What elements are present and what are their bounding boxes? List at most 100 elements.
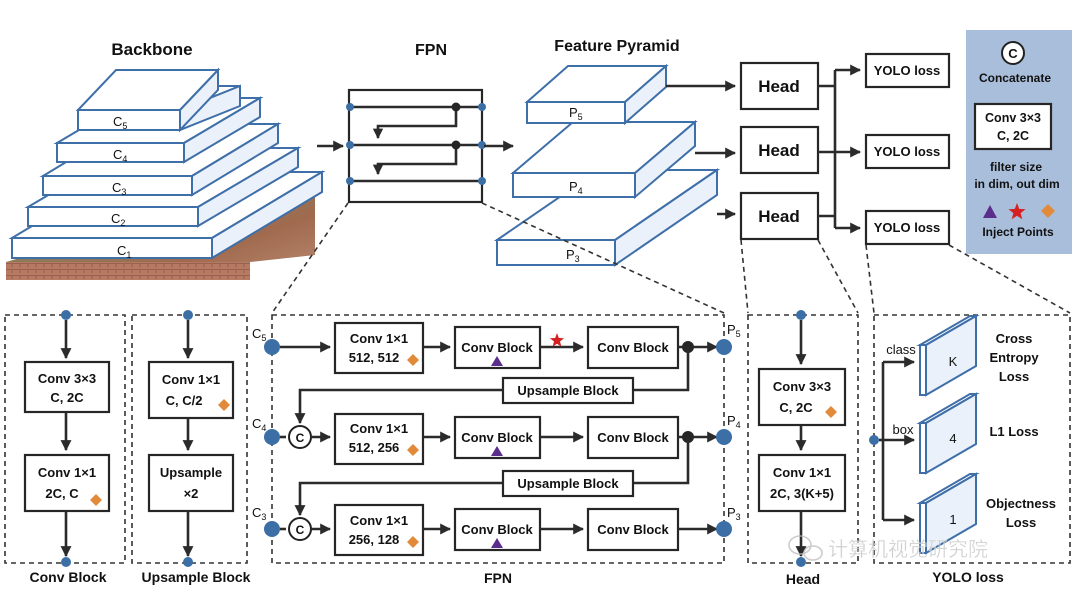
diamond-icon (825, 406, 837, 418)
fpn-row2-conv1x1 (333, 412, 425, 466)
backbone-title: Backbone (111, 40, 192, 59)
wechat-icon (788, 535, 823, 561)
legend-conv-box (973, 102, 1053, 151)
svg-text:Conv 1×1: Conv 1×1 (350, 513, 408, 528)
yolo-loss-detail: class box K 4 1 Cross Entropy Loss L1 Lo… (869, 314, 1071, 585)
svg-text:2C, C: 2C, C (45, 486, 79, 501)
svg-text:C: C (296, 431, 305, 445)
loss-cross-entropy-2: Entropy (989, 350, 1039, 365)
yolo-loss-bottom: YOLO loss (864, 209, 951, 246)
fpn-upsample-block-1 (501, 376, 635, 405)
legend-concat-label: Concatenate (979, 71, 1051, 85)
head-top: Head (739, 61, 820, 111)
svg-text:Conv Block: Conv Block (461, 340, 533, 355)
loss-objectness-2: Loss (1006, 515, 1036, 530)
head-conv1x1 (757, 453, 847, 513)
fpn-row1-conv-block-b (586, 325, 680, 370)
svg-text:Conv Block: Conv Block (597, 340, 669, 355)
svg-text:C, 2C: C, 2C (997, 129, 1029, 143)
fpn-input-c4: C4 (252, 416, 266, 433)
fpn-detail: C5 C4 C3 P5 P4 P3 Conv 1×1 512, 512 Conv… (252, 314, 741, 586)
backbone-label-c2: C2 (111, 211, 125, 228)
legend-filter-size: filter size (990, 160, 1042, 174)
svg-text:4: 4 (949, 431, 956, 446)
fpn-input-c5: C5 (252, 326, 266, 343)
fpn-row3-conv1x1 (333, 503, 425, 557)
star-icon (549, 333, 565, 347)
upsample-block-upsample (147, 453, 235, 513)
svg-text:Conv Block: Conv Block (461, 430, 533, 445)
pyramid-label-p3: P3 (566, 247, 580, 264)
svg-text:K: K (949, 354, 958, 369)
svg-text:YOLO loss: YOLO loss (874, 63, 940, 78)
backbone-label-c5: C5 (113, 114, 127, 131)
backbone-label-c3: C3 (112, 180, 126, 197)
svg-text:Upsample Block: Upsample Block (517, 476, 619, 491)
pyramid-label-p4: P4 (569, 179, 583, 196)
fpn-output-p5: P5 (727, 322, 741, 339)
conv-block-caption: Conv Block (29, 569, 106, 585)
svg-text:Conv Block: Conv Block (597, 522, 669, 537)
svg-text:Head: Head (758, 207, 800, 226)
head-bottom: Head (739, 191, 820, 241)
star-icon (1008, 203, 1026, 220)
svg-text:Upsample: Upsample (160, 465, 222, 480)
triangle-icon (983, 205, 997, 218)
svg-text:256, 128: 256, 128 (349, 532, 400, 547)
loss-cross-entropy-1: Cross (996, 331, 1033, 346)
loss-l1: L1 Loss (989, 424, 1038, 439)
fpn-output-p4: P4 (727, 413, 741, 430)
fpn-input-c3: C3 (252, 505, 266, 522)
triangle-icon (491, 538, 503, 548)
loss-objectness-1: Objectness (986, 496, 1056, 511)
svg-text:Conv 1×1: Conv 1×1 (350, 331, 408, 346)
diamond-icon (90, 494, 102, 506)
fpn-title: FPN (415, 42, 447, 59)
diamond-icon (1041, 204, 1055, 218)
svg-text:Conv 3×3: Conv 3×3 (38, 371, 96, 386)
svg-text:C, 2C: C, 2C (779, 400, 813, 415)
svg-text:Head: Head (758, 77, 800, 96)
svg-text:Conv Block: Conv Block (597, 430, 669, 445)
backbone-level-c5 (75, 67, 241, 133)
feature-pyramid: P3 P4 P5 (493, 63, 721, 267)
svg-text:×2: ×2 (184, 486, 199, 501)
pyramid-level-p5 (524, 63, 669, 126)
output-cube-4: 4 (916, 392, 980, 475)
head-middle: Head (739, 125, 820, 175)
head-detail: Conv 3×3 C, 2C Conv 1×1 2C, 3(K+5) Head (747, 310, 859, 587)
feature-pyramid-title: Feature Pyramid (554, 38, 679, 55)
svg-text:计算机视觉研究院: 计算机视觉研究院 (828, 537, 988, 561)
upsample-block-conv1x1 (147, 360, 235, 420)
svg-text:512, 256: 512, 256 (349, 440, 400, 455)
legend-in-out-dim: in dim, out dim (974, 177, 1059, 191)
triangle-icon (491, 356, 503, 366)
svg-text:YOLO loss: YOLO loss (874, 144, 940, 159)
svg-text:2C, 3(K+5): 2C, 3(K+5) (770, 486, 834, 501)
pyramid-level-p4 (510, 119, 698, 200)
yolo-loss-middle: YOLO loss (864, 133, 951, 170)
upsample-block-caption: Upsample Block (142, 569, 251, 585)
yolo-loss-top: YOLO loss (864, 52, 951, 89)
diamond-icon (218, 399, 230, 411)
svg-text:Conv 1×1: Conv 1×1 (350, 421, 408, 436)
triangle-icon (491, 446, 503, 456)
svg-text:Conv 1×1: Conv 1×1 (162, 372, 220, 387)
pyramid-label-p5: P5 (569, 105, 583, 122)
output-cube-k: K (916, 314, 980, 397)
diamond-icon (407, 354, 419, 366)
diamond-icon (407, 536, 419, 548)
output-cube-1: 1 (916, 472, 980, 555)
svg-text:C, C/2: C, C/2 (166, 393, 203, 408)
svg-text:YOLO loss: YOLO loss (874, 220, 940, 235)
svg-text:C: C (296, 523, 305, 537)
upsample-block-detail: Conv 1×1 C, C/2 Upsample ×2 Upsample Blo… (131, 310, 251, 585)
diamond-icon (407, 444, 419, 456)
svg-text:C: C (1008, 46, 1018, 61)
branch-box-label: box (893, 422, 914, 437)
fpn-output-p3: P3 (727, 505, 741, 522)
svg-text:Head: Head (758, 141, 800, 160)
svg-text:Upsample Block: Upsample Block (517, 383, 619, 398)
yolo-loss-detail-caption: YOLO loss (932, 569, 1004, 585)
conv-block-detail: Conv 3×3 C, 2C Conv 1×1 2C, C Conv Block (4, 310, 126, 585)
